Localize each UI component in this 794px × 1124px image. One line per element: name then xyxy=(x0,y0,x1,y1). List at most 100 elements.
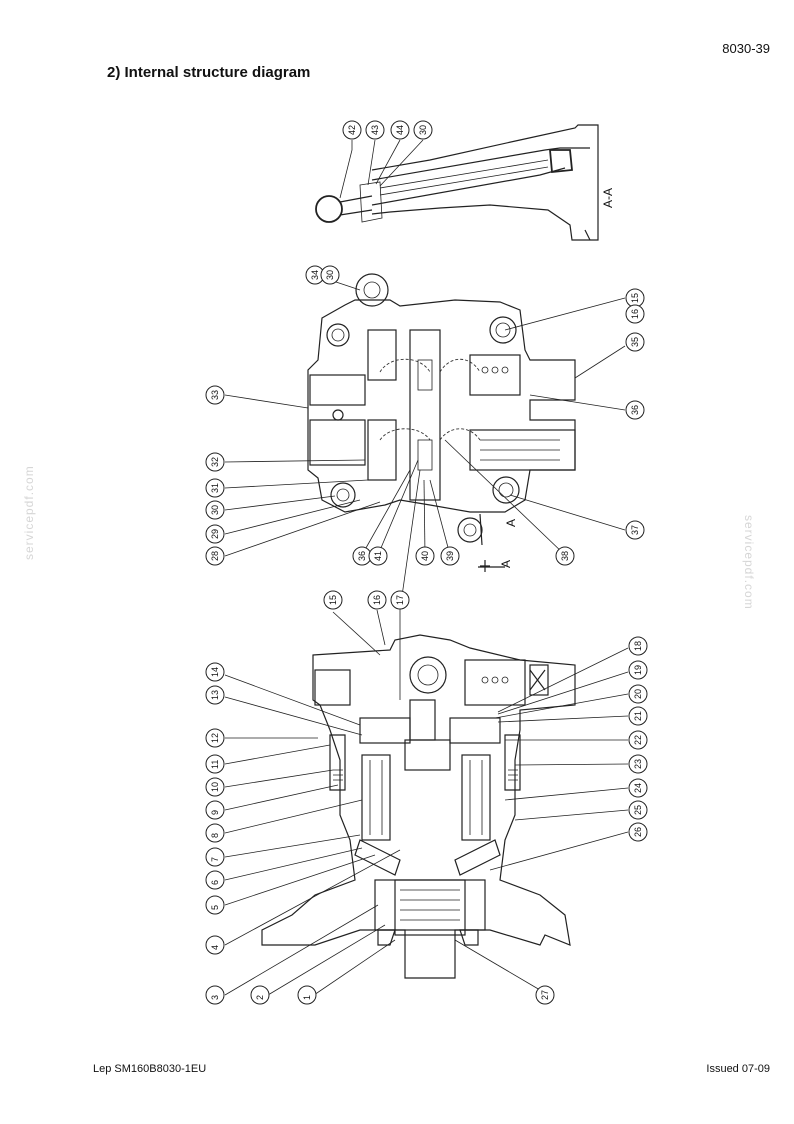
callout-bubble: 25 xyxy=(628,800,648,820)
callout-bubble: 10 xyxy=(205,777,225,797)
callout-bubble: 30 xyxy=(320,265,340,285)
callout-bubble: 7 xyxy=(205,847,225,867)
callout-bubble: 38 xyxy=(555,546,575,566)
svg-text:24: 24 xyxy=(633,783,643,793)
svg-text:15: 15 xyxy=(630,293,640,303)
callout-bubble: 27 xyxy=(535,985,555,1005)
footer-document-code: Lep SM160B8030-1EU xyxy=(93,1063,207,1075)
svg-text:7: 7 xyxy=(210,857,220,862)
svg-text:22: 22 xyxy=(633,735,643,745)
callout-bubble: 39 xyxy=(440,546,460,566)
callout-bubble: 3 xyxy=(205,985,225,1005)
svg-text:6: 6 xyxy=(210,880,220,885)
callout-bubble: 42 xyxy=(342,120,362,140)
callout-bubble: 43 xyxy=(365,120,385,140)
callout-bubble: 37 xyxy=(625,520,645,540)
callout-bubble: 28 xyxy=(205,546,225,566)
svg-text:13: 13 xyxy=(210,690,220,700)
svg-text:42: 42 xyxy=(347,125,357,135)
callout-bubble: 17 xyxy=(390,590,410,610)
callout-bubble: 22 xyxy=(628,730,648,750)
svg-text:36: 36 xyxy=(630,405,640,415)
svg-text:1: 1 xyxy=(302,995,312,1000)
svg-text:33: 33 xyxy=(210,390,220,400)
callout-bubble: 5 xyxy=(205,895,225,915)
callout-bubble: 36 xyxy=(352,546,372,566)
callout-bubble: 32 xyxy=(205,452,225,472)
callout-bubble: 15 xyxy=(625,288,645,308)
callout-bubble: 21 xyxy=(628,706,648,726)
arrow-label-upper: A xyxy=(504,519,518,527)
callout-bubble: 29 xyxy=(205,524,225,544)
callout-bubble: 33 xyxy=(205,385,225,405)
svg-text:2: 2 xyxy=(255,995,265,1000)
callout-bubble: 16 xyxy=(625,304,645,324)
callout-bubble: 18 xyxy=(628,636,648,656)
svg-text:41: 41 xyxy=(373,551,383,561)
svg-text:30: 30 xyxy=(325,270,335,280)
svg-text:16: 16 xyxy=(372,595,382,605)
callout-bubble: 30 xyxy=(413,120,433,140)
callout-bubble: 9 xyxy=(205,800,225,820)
callout-bubble: 19 xyxy=(628,660,648,680)
callout-bubble: 12 xyxy=(205,728,225,748)
callout-bubble: 35 xyxy=(625,332,645,352)
svg-text:36: 36 xyxy=(357,551,367,561)
callout-bubble: 20 xyxy=(628,684,648,704)
svg-text:29: 29 xyxy=(210,529,220,539)
svg-text:12: 12 xyxy=(210,733,220,743)
svg-text:32: 32 xyxy=(210,457,220,467)
svg-text:3: 3 xyxy=(210,995,220,1000)
callout-bubble: 13 xyxy=(205,685,225,705)
callout-bubble: 41 xyxy=(368,546,388,566)
callout-bubble: 11 xyxy=(205,754,225,774)
svg-text:28: 28 xyxy=(210,551,220,561)
svg-text:23: 23 xyxy=(633,759,643,769)
svg-text:31: 31 xyxy=(210,483,220,493)
callout-bubble: 2 xyxy=(250,985,270,1005)
svg-text:35: 35 xyxy=(630,337,640,347)
motor-section-view xyxy=(261,634,576,979)
svg-text:43: 43 xyxy=(370,125,380,135)
callout-bubble: 44 xyxy=(390,120,410,140)
svg-text:26: 26 xyxy=(633,827,643,837)
callout-bubble: 6 xyxy=(205,870,225,890)
callout-bubble: 36 xyxy=(625,400,645,420)
svg-text:4: 4 xyxy=(210,945,220,950)
svg-text:5: 5 xyxy=(210,905,220,910)
svg-text:16: 16 xyxy=(630,309,640,319)
section-a-a-view: A-A xyxy=(315,124,615,241)
svg-text:14: 14 xyxy=(210,667,220,677)
callout-bubble: 15 xyxy=(323,590,343,610)
callout-bubble: 4 xyxy=(205,935,225,955)
svg-text:25: 25 xyxy=(633,805,643,815)
callout-bubble: 16 xyxy=(367,590,387,610)
svg-text:27: 27 xyxy=(540,990,550,1000)
callouts-bottom: 15 16 17 18 19 20 21 22 23 24 25 26 27 1… xyxy=(205,590,648,1005)
svg-text:17: 17 xyxy=(395,595,405,605)
svg-text:18: 18 xyxy=(633,641,643,651)
callout-bubble: 1 xyxy=(297,985,317,1005)
svg-text:44: 44 xyxy=(395,125,405,135)
svg-text:19: 19 xyxy=(633,665,643,675)
callout-bubble: 24 xyxy=(628,778,648,798)
callout-bubble: 26 xyxy=(628,822,648,842)
callout-bubble: 30 xyxy=(205,500,225,520)
svg-text:10: 10 xyxy=(210,782,220,792)
svg-text:30: 30 xyxy=(418,125,428,135)
section-marker: A-A xyxy=(601,188,615,208)
callouts-top: 42 43 44 30 xyxy=(342,120,433,140)
svg-text:34: 34 xyxy=(310,270,320,280)
svg-text:11: 11 xyxy=(210,760,220,769)
callouts-middle: 34 30 15 16 35 36 33 32 31 30 29 28 36 4… xyxy=(205,265,645,566)
svg-text:8: 8 xyxy=(210,833,220,838)
valve-block-plan-view: A A xyxy=(307,273,576,572)
svg-text:21: 21 xyxy=(633,711,643,721)
svg-text:38: 38 xyxy=(560,551,570,561)
callout-bubble: 31 xyxy=(205,478,225,498)
callout-bubble: 23 xyxy=(628,754,648,774)
callout-bubble: 14 xyxy=(205,662,225,682)
arrow-label-lower: A xyxy=(499,560,513,568)
leader-lines xyxy=(224,139,629,996)
svg-text:30: 30 xyxy=(210,505,220,515)
